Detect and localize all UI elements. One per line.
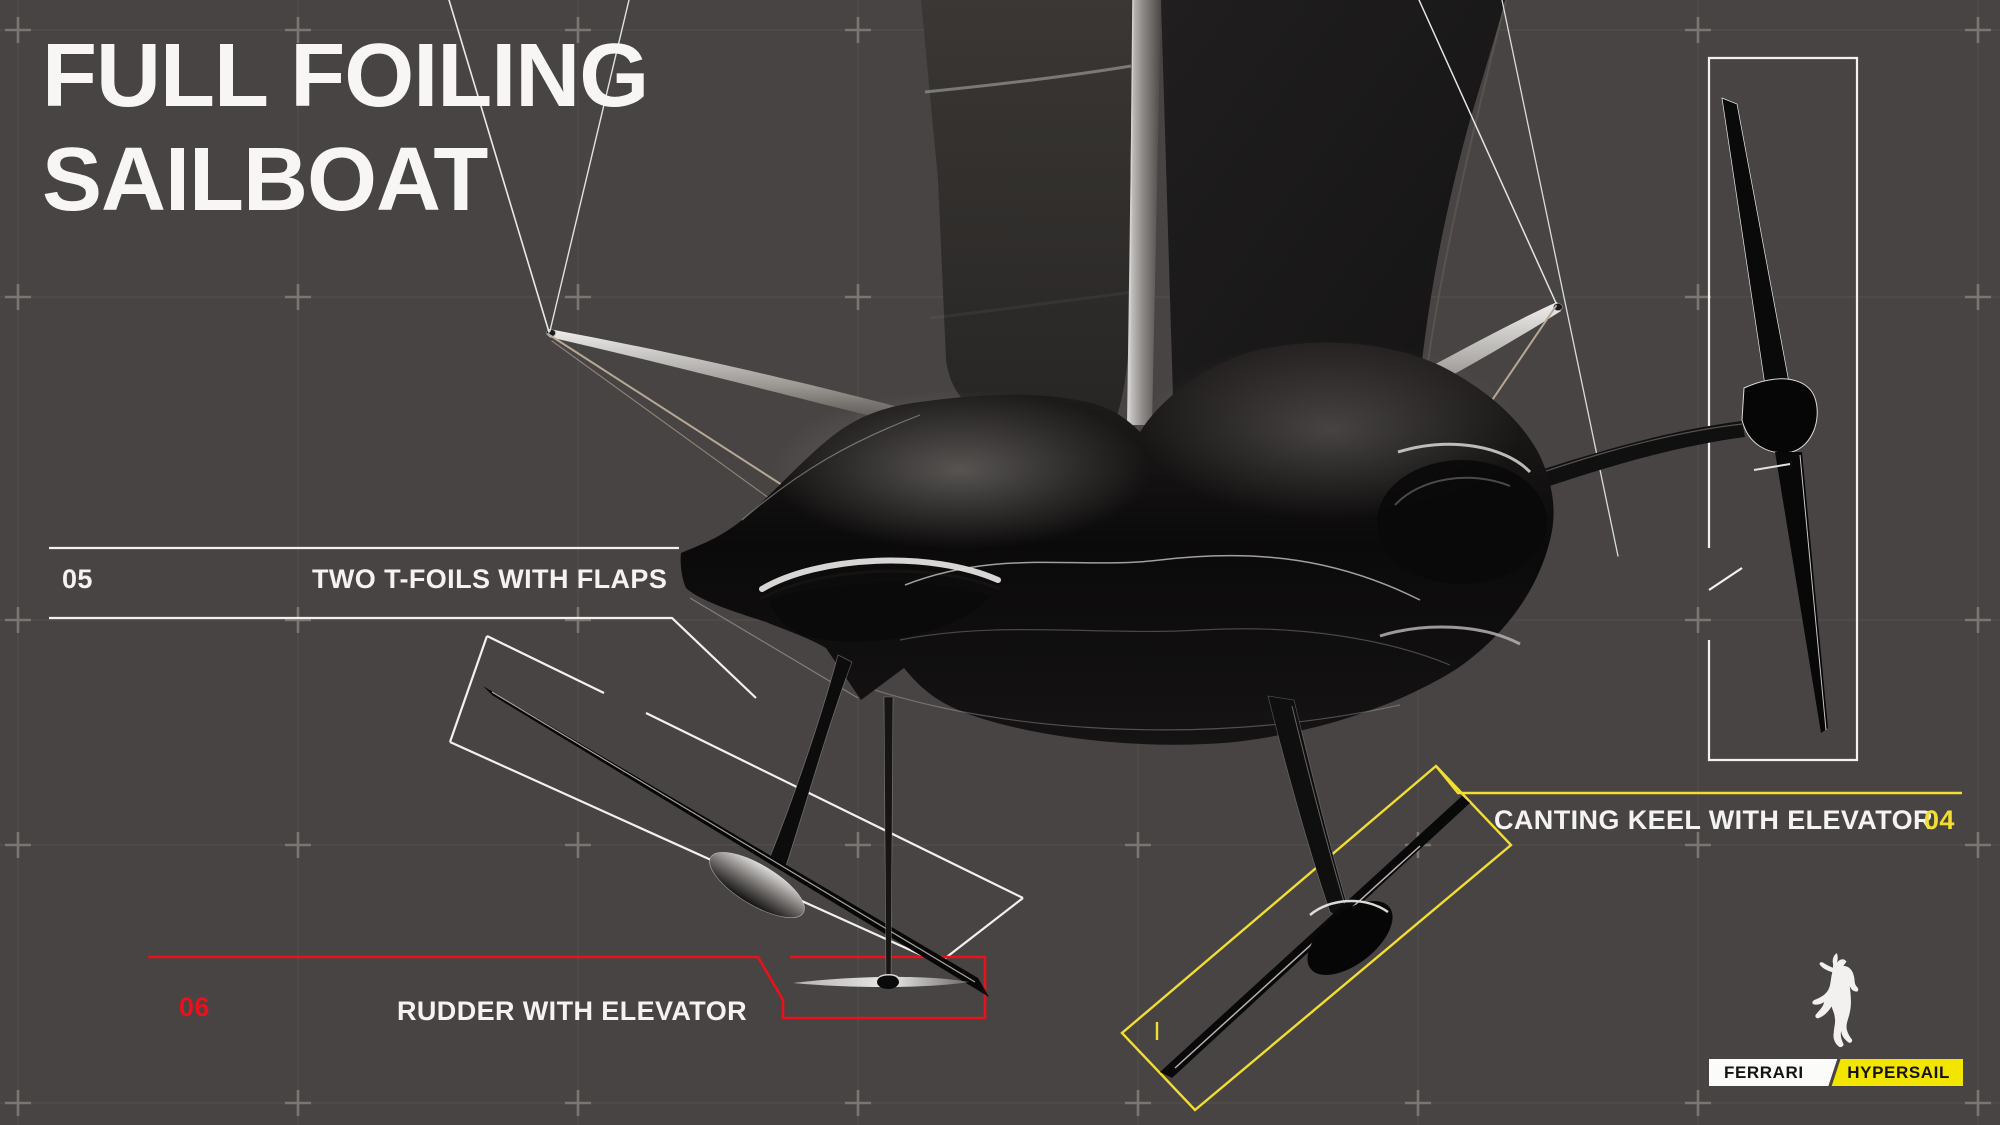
sailboat-illustration bbox=[448, 0, 1828, 1078]
callout-label-t-foils: TWO T-FOILS WITH FLAPS bbox=[312, 564, 668, 594]
callout-right-foil-frame bbox=[1707, 56, 1859, 762]
callout-number-05: 05 bbox=[62, 564, 93, 594]
callout-number-06: 06 bbox=[179, 992, 210, 1022]
badge-ferrari-label: FERRARI bbox=[1724, 1062, 1804, 1082]
callout-canting-keel-lines bbox=[1120, 764, 1962, 1112]
callout-t-foils-lines bbox=[49, 546, 1024, 965]
callout-label-canting-keel: CANTING KEEL WITH ELEVATOR bbox=[1494, 805, 1933, 835]
title-line-1: FULL FOILING bbox=[42, 26, 649, 126]
callout-rudder-lines bbox=[148, 955, 987, 1020]
badge-hypersail-label: HYPERSAIL bbox=[1847, 1062, 1950, 1082]
title-line-2: SAILBOAT bbox=[42, 130, 488, 230]
port-t-foil bbox=[483, 654, 989, 997]
ferrari-hypersail-badge: FERRARI HYPERSAIL bbox=[1709, 1059, 1963, 1086]
callout-number-04: 04 bbox=[1924, 805, 1955, 835]
badge-yellow-panel bbox=[1831, 1059, 1963, 1086]
prancing-horse-icon bbox=[1812, 953, 1859, 1048]
hull bbox=[680, 340, 1554, 745]
badge-white-panel bbox=[1709, 1059, 1838, 1086]
canting-keel bbox=[1160, 695, 1470, 1078]
callout-label-rudder: RUDDER WITH ELEVATOR bbox=[397, 996, 747, 1026]
port-foil-arm bbox=[549, 329, 905, 424]
rudder bbox=[793, 696, 969, 989]
